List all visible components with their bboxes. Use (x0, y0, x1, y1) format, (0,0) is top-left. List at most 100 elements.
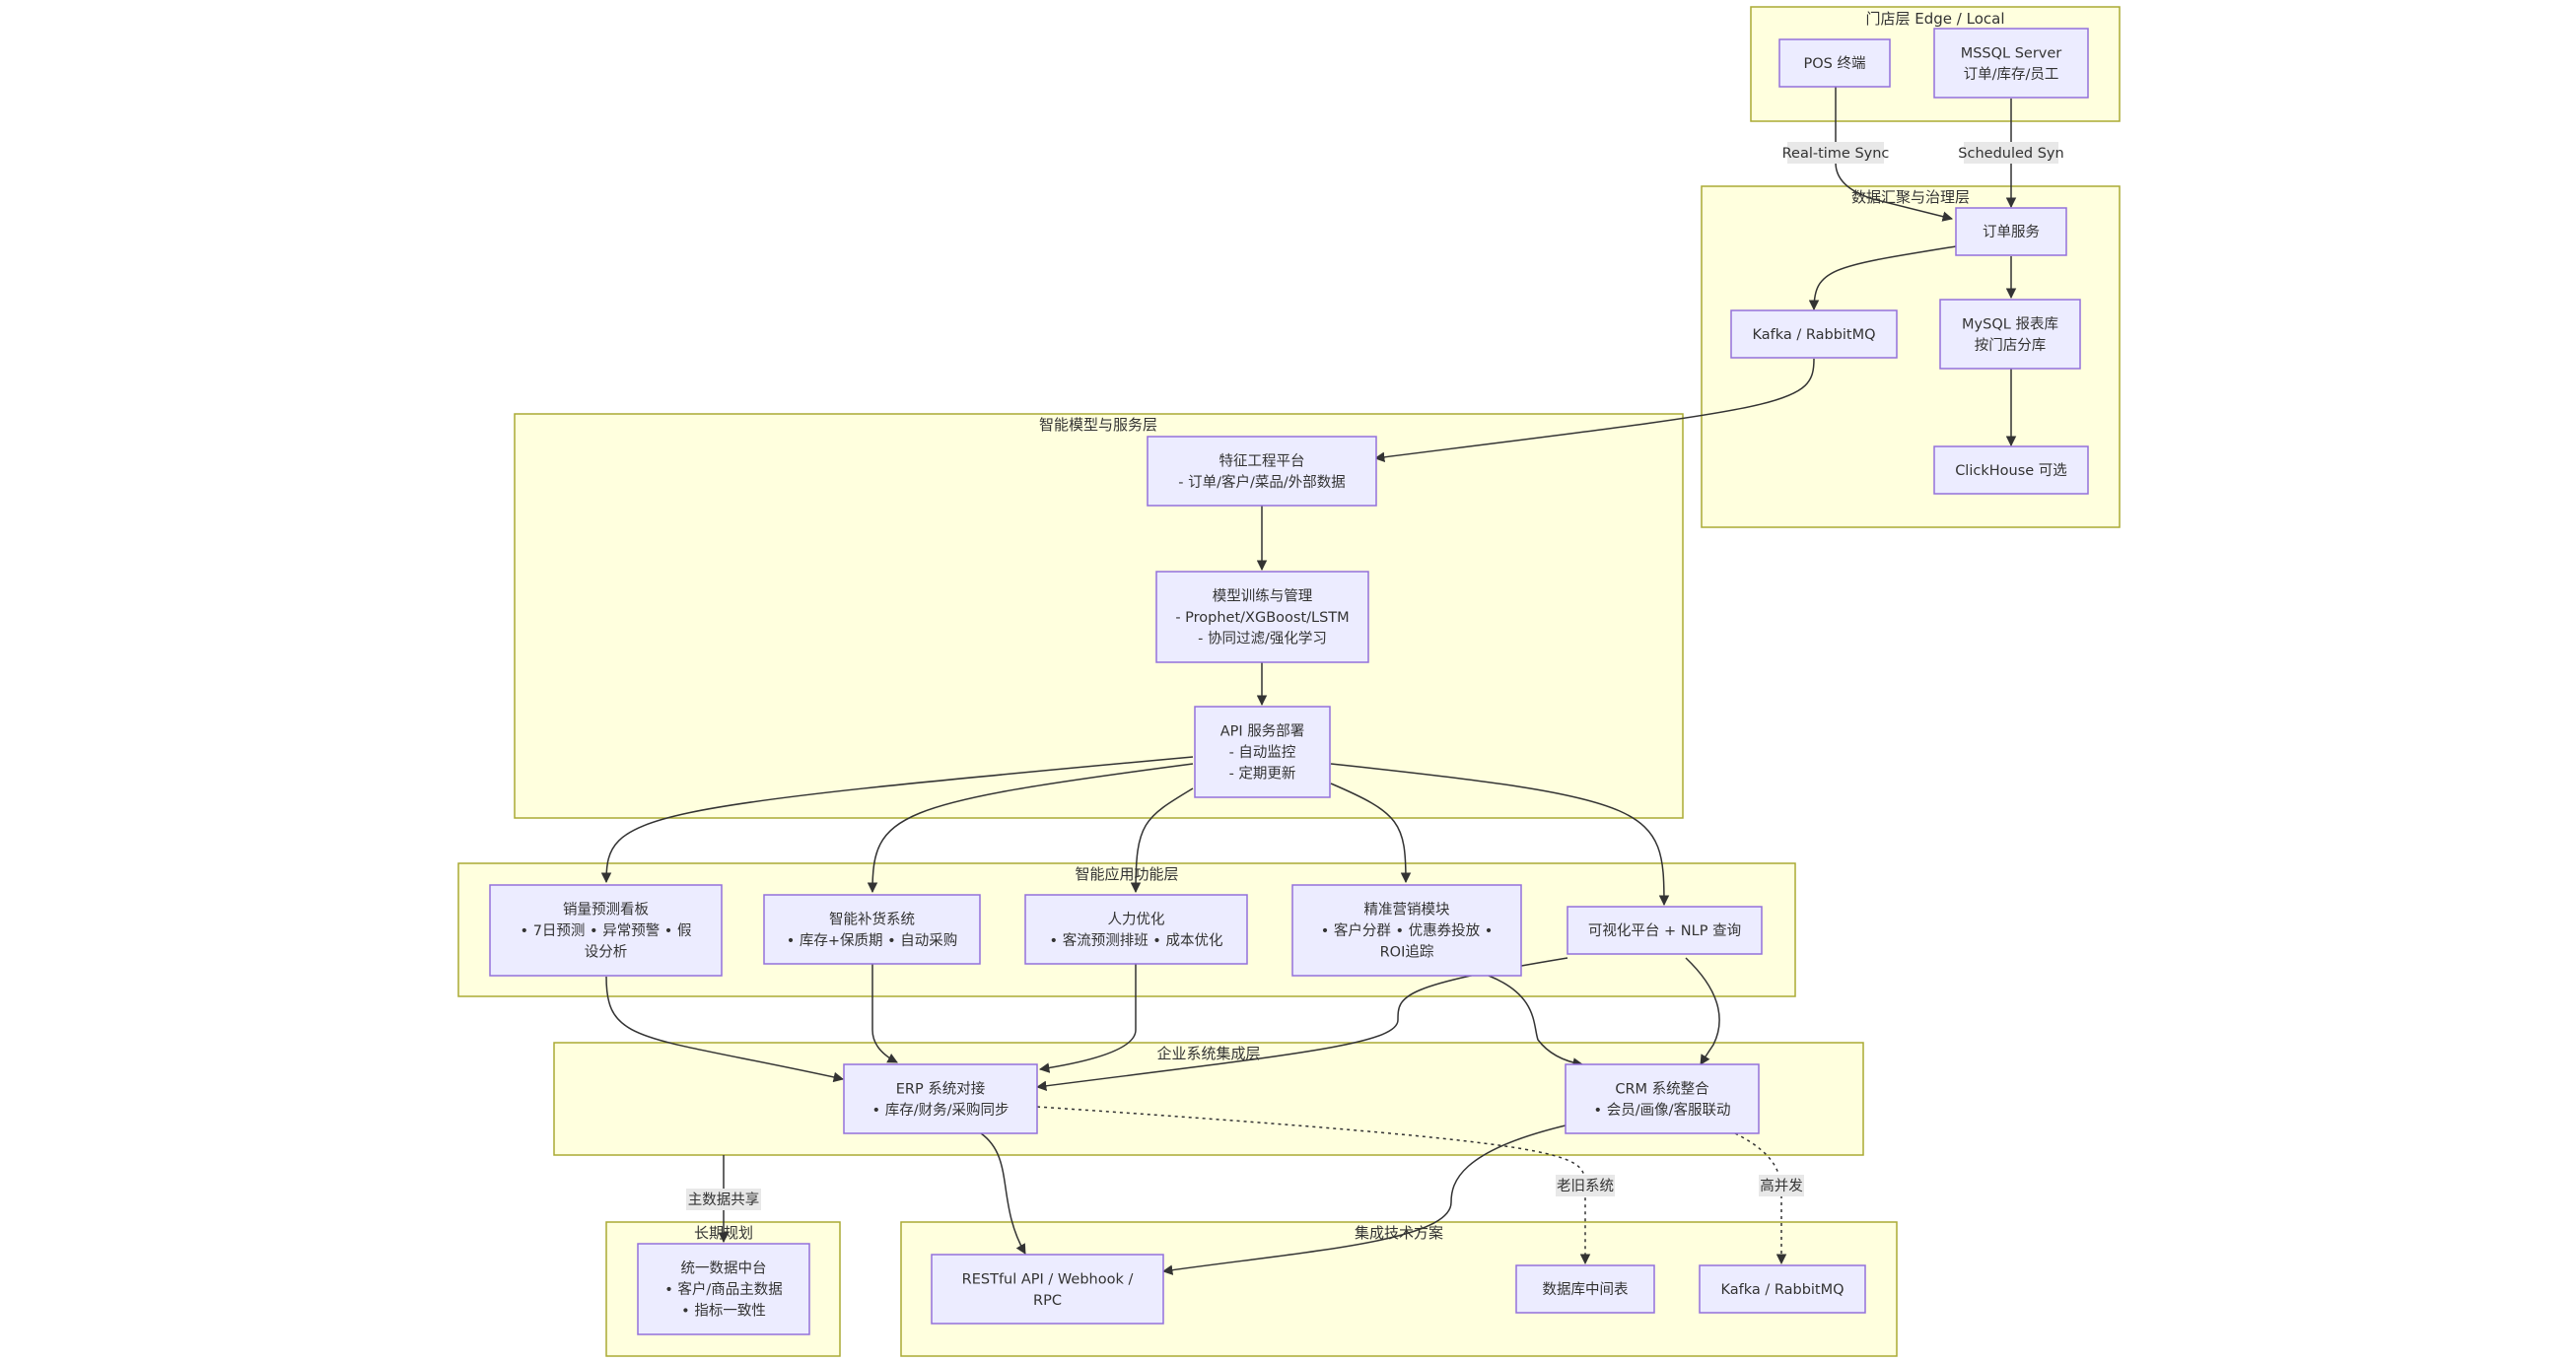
node-crm: CRM 系统整合 • 会员/画像/客服联动 (1565, 1063, 1760, 1134)
edge-marketing-crm (1488, 975, 1584, 1068)
node-pos-line-0: POS 终端 (1804, 55, 1866, 72)
cluster-model-layer: 智能模型与服务层 (514, 413, 1684, 819)
edge-sales-erp (605, 976, 845, 1083)
node-api: API 服务部署 - 自动监控 - 定期更新 (1194, 706, 1331, 798)
node-api-line-2: - 定期更新 (1229, 766, 1296, 783)
node-train-box (1155, 571, 1369, 663)
node-mdm-line-1: • 客户/商品主数据 (664, 1281, 783, 1298)
node-rest-line-0: RESTful API / Webhook / (962, 1271, 1134, 1287)
edge-order-kafka (1808, 245, 1957, 311)
node-crm-line-0: CRM 系统整合 (1615, 1080, 1709, 1097)
node-train-line-0: 模型训练与管理 (1213, 588, 1313, 605)
node-marketing-line-0: 精准营销模块 (1364, 902, 1450, 919)
node-kafka2-box (1699, 1264, 1866, 1314)
node-replenish: 智能补货系统• 库存+保质期 • 自动采购 (763, 894, 981, 965)
node-train-line-2: - 协同过滤/强化学习 (1198, 631, 1327, 647)
edge-viz-erp (1035, 957, 1568, 1092)
node-hr-line-1: • 客流预测排班 • 成本优化 (1050, 932, 1223, 949)
node-mysql-line-0: MySQL 报表库 (1962, 315, 2058, 332)
edge-viz-crm (1685, 957, 1720, 1065)
edge-label-legacy: 老旧系统 (1556, 1175, 1615, 1196)
node-order: 订单服务 (1955, 207, 2067, 256)
node-marketing-box (1291, 884, 1522, 977)
node-mssql-box (1933, 28, 2089, 99)
node-feature: 特征工程平台 - 订单/客户/菜品/外部数据 (1147, 436, 1377, 507)
node-rest-line-1: RPC (1033, 1293, 1062, 1309)
node-clickhouse-line-0: ClickHouse 可选 (1955, 462, 2067, 479)
edge-replenish-erp (871, 964, 898, 1063)
node-viz-box (1566, 906, 1763, 955)
node-sales-line-2: 设分析 (585, 944, 628, 961)
node-marketing-line-2: ROI追踪 (1380, 944, 1434, 961)
node-train-line-1: - Prophet/XGBoost/LSTM (1175, 610, 1349, 626)
node-dbmid: 数据库中间表 (1515, 1264, 1655, 1314)
svg-text:Scheduled Syn: Scheduled Syn (1958, 146, 2063, 162)
node-hr-box (1024, 894, 1248, 965)
node-crm-line-1: • 会员/画像/客服联动 (1594, 1102, 1731, 1119)
node-pos: POS 终端 (1778, 38, 1891, 88)
cluster-label-integration: 集成技术方案 (1355, 1224, 1443, 1242)
svg-text:老旧系统: 老旧系统 (1557, 1178, 1614, 1194)
node-mdm: 统一数据中台 • 客户/商品主数据 • 指标一致性 (637, 1243, 810, 1335)
node-clickhouse-box (1933, 445, 2089, 495)
node-rest-box (931, 1254, 1164, 1325)
node-viz-line-0: 可视化平台 + NLP 查询 (1588, 922, 1741, 939)
node-kafka1: Kafka / RabbitMQ (1730, 309, 1898, 359)
node-mssql-line-0: MSSQL Server (1961, 45, 2062, 61)
node-kafka1-line-0: Kafka / RabbitMQ (1752, 327, 1875, 343)
cluster-label-store: 门店层 Edge / Local (1866, 10, 2005, 28)
node-replenish-line-0: 智能补货系统 (829, 911, 915, 927)
svg-text:主数据共享: 主数据共享 (688, 1192, 760, 1208)
node-sales-box (489, 884, 723, 977)
node-mdm-line-0: 统一数据中台 (681, 1260, 767, 1277)
edge-api-viz (1330, 763, 1670, 907)
node-feature-line-0: 特征工程平台 (1219, 452, 1305, 469)
node-api-box (1194, 706, 1331, 798)
node-order-line-0: 订单服务 (1983, 224, 2040, 240)
node-marketing-line-1: • 客户分群 • 优惠券投放 • (1321, 922, 1494, 939)
edge-kafka-feature (1373, 358, 1815, 463)
edge-api-hr (1130, 787, 1194, 894)
node-kafka2-line-0: Kafka / RabbitMQ (1720, 1282, 1844, 1298)
edge-label-realtime: Real-time Sync (1782, 142, 1890, 164)
cluster-label-app: 智能应用功能层 (1075, 865, 1178, 883)
node-dbmid-line-0: 数据库中间表 (1543, 1281, 1629, 1298)
node-api-line-0: API 服务部署 (1220, 723, 1305, 740)
node-pos-box (1778, 38, 1891, 88)
edge-api-marketing (1330, 783, 1412, 884)
node-mdm-line-2: • 指标一致性 (681, 1303, 766, 1320)
node-train: 模型训练与管理 - Prophet/XGBoost/LSTM - 协同过滤/强化学习 (1155, 571, 1369, 663)
edge-hr-erp (1038, 964, 1137, 1073)
node-erp-line-0: ERP 系统对接 (896, 1080, 986, 1097)
svg-text:Real-time Sync: Real-time Sync (1782, 146, 1890, 162)
node-sales-line-1: • 7日预测 • 异常预警 • 假 (521, 922, 692, 939)
node-erp-box (843, 1063, 1038, 1134)
node-viz: 可视化平台 + NLP 查询 (1566, 906, 1763, 955)
node-crm-box (1565, 1063, 1760, 1134)
node-erp-line-1: • 库存/财务/采购同步 (872, 1102, 1010, 1119)
node-mysql-box (1939, 299, 2081, 370)
node-api-line-1: - 自动监控 (1229, 744, 1296, 761)
node-mysql-line-1: 按门店分库 (1975, 337, 2047, 354)
node-hr: 人力优化• 客流预测排班 • 成本优化 (1024, 894, 1248, 965)
node-kafka2: Kafka / RabbitMQ (1699, 1264, 1866, 1314)
edge-label-masterdata: 主数据共享 (686, 1189, 761, 1210)
node-dbmid-box (1515, 1264, 1655, 1314)
node-feature-line-1: - 订单/客户/菜品/外部数据 (1178, 474, 1346, 491)
edge-label-highconc: 高并发 (1759, 1175, 1804, 1196)
node-order-box (1955, 207, 2067, 256)
node-sales-line-0: 销量预测看板 (563, 901, 649, 919)
node-erp: ERP 系统对接 • 库存/财务/采购同步 (843, 1063, 1038, 1134)
edge-crm-rest (1161, 1124, 1566, 1275)
node-replenish-box (763, 894, 981, 965)
node-marketing: 精准营销模块 • 客户分群 • 优惠券投放 • ROI追踪 (1291, 884, 1522, 977)
edge-api-replenish (867, 763, 1194, 894)
edge-erp-dbmid (1036, 1106, 1591, 1265)
edge-erp-rest (980, 1132, 1026, 1255)
node-clickhouse: ClickHouse 可选 (1933, 445, 2089, 495)
